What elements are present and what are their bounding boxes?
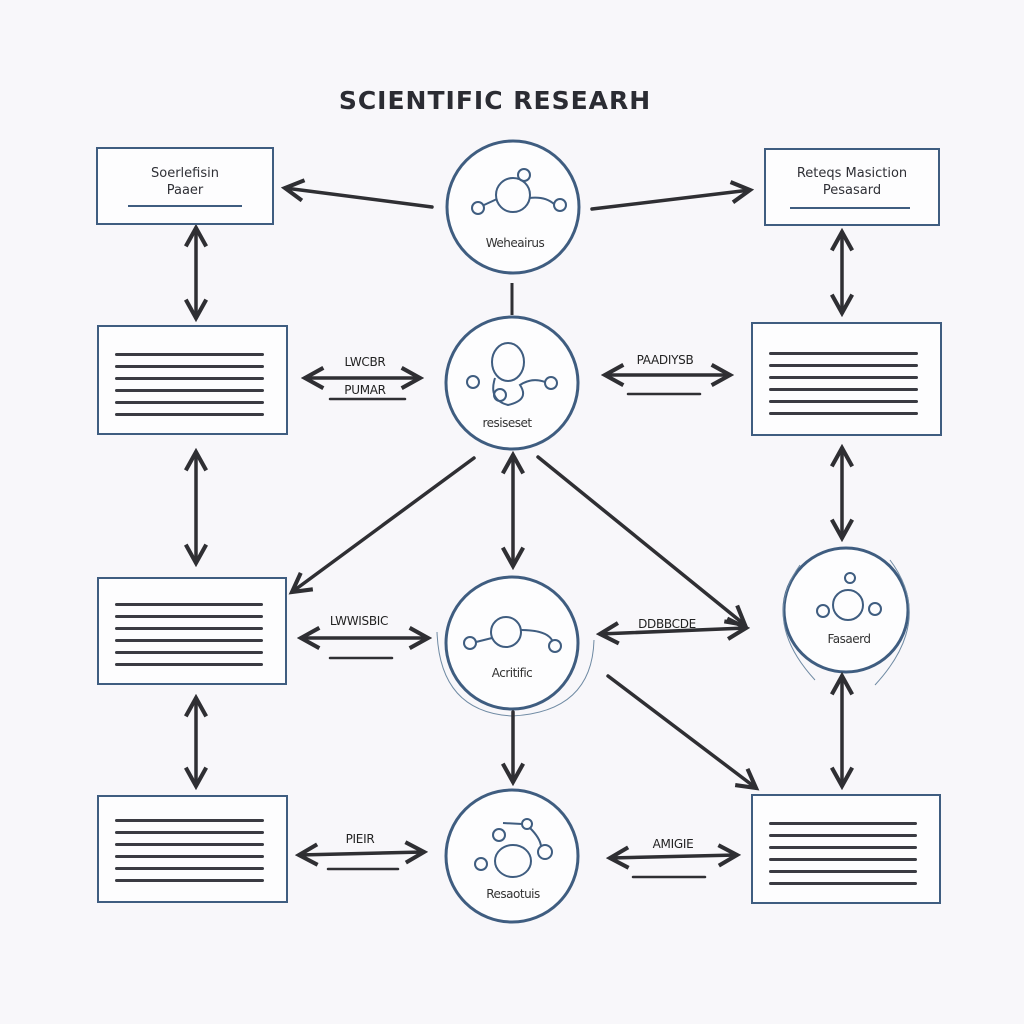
box-title-line2: Pesasard — [822, 183, 882, 198]
node-right[interactable] — [782, 546, 910, 686]
arrows — [196, 188, 842, 879]
text-box[interactable] — [751, 322, 942, 436]
underline — [128, 205, 242, 207]
arrow — [590, 190, 750, 211]
text-lines — [115, 353, 264, 425]
edge-label: LWCBR — [344, 355, 386, 369]
underline — [790, 207, 910, 209]
box-top-right[interactable]: Reteqs Masiction Pesasard — [764, 148, 940, 226]
molecule-icon — [471, 168, 567, 215]
text-lines — [769, 822, 917, 894]
node-top[interactable] — [445, 139, 581, 275]
arrow — [600, 628, 746, 634]
node-label-upper-middle: resiseset — [482, 416, 532, 430]
arrow — [285, 188, 434, 209]
text-box[interactable] — [97, 325, 288, 435]
box-title-line2: Paaer — [166, 183, 204, 198]
edge-label: DDBBCDE — [638, 617, 696, 631]
edge-label: PIEIR — [345, 832, 375, 846]
arrow — [292, 456, 476, 592]
node-bottom[interactable] — [444, 788, 580, 924]
node-label-center: Acritific — [491, 666, 533, 680]
text-box[interactable] — [97, 795, 288, 903]
node-label-right: Fasaerd — [827, 632, 871, 646]
text-box[interactable] — [97, 577, 287, 685]
edge-label: LWWISBIC — [329, 614, 389, 628]
molecule-icon — [463, 616, 562, 653]
molecule-icon — [816, 572, 882, 621]
node-upper-middle[interactable] — [444, 283, 580, 451]
text-lines — [769, 352, 918, 424]
arrow — [299, 852, 424, 855]
molecule-icon — [474, 818, 553, 878]
box-title-line1: Reteqs Masiction — [796, 166, 908, 181]
edge-label: AMIGIE — [652, 837, 694, 851]
box-title-line1: Soerlefisin — [151, 166, 219, 181]
person-molecule-icon — [466, 342, 558, 407]
text-lines — [115, 819, 264, 891]
text-lines — [115, 603, 263, 675]
node-label-top: Weheairus — [485, 236, 545, 250]
edge-label: PUMAR — [344, 383, 386, 397]
node-center[interactable] — [436, 575, 595, 717]
arrow — [606, 674, 756, 788]
page-title: SCIENTIFIC RESEARH — [338, 86, 652, 115]
box-top-left[interactable]: Soerlefisin Paaer — [96, 147, 274, 225]
text-box[interactable] — [751, 794, 941, 904]
node-label-bottom: Resaotuis — [486, 887, 540, 901]
arrow — [610, 855, 737, 858]
edge-label: PAADIYSB — [636, 353, 694, 367]
arrow — [536, 455, 745, 625]
